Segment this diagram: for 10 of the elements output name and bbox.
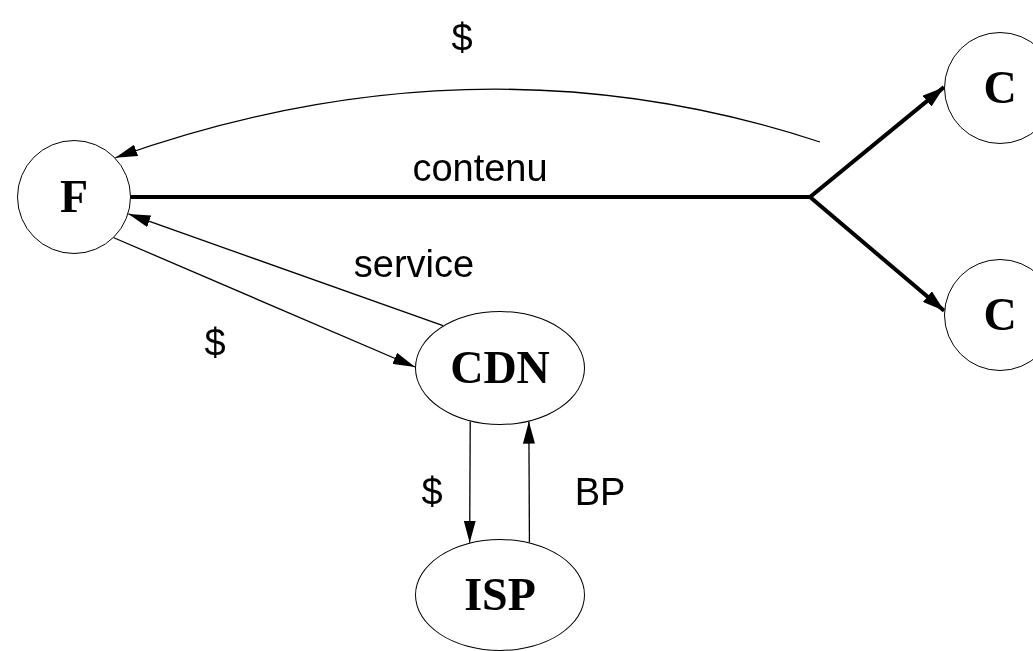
arrow (113, 237, 416, 368)
arrow (114, 88, 821, 159)
node-label: F (59, 174, 89, 220)
arrow (127, 213, 444, 327)
node-label: C (983, 65, 1017, 111)
node-label: CDN (450, 345, 550, 391)
arrow (522, 420, 535, 544)
node-label: C (983, 292, 1017, 338)
arrow (463, 420, 476, 544)
node-label: ISP (464, 572, 536, 618)
